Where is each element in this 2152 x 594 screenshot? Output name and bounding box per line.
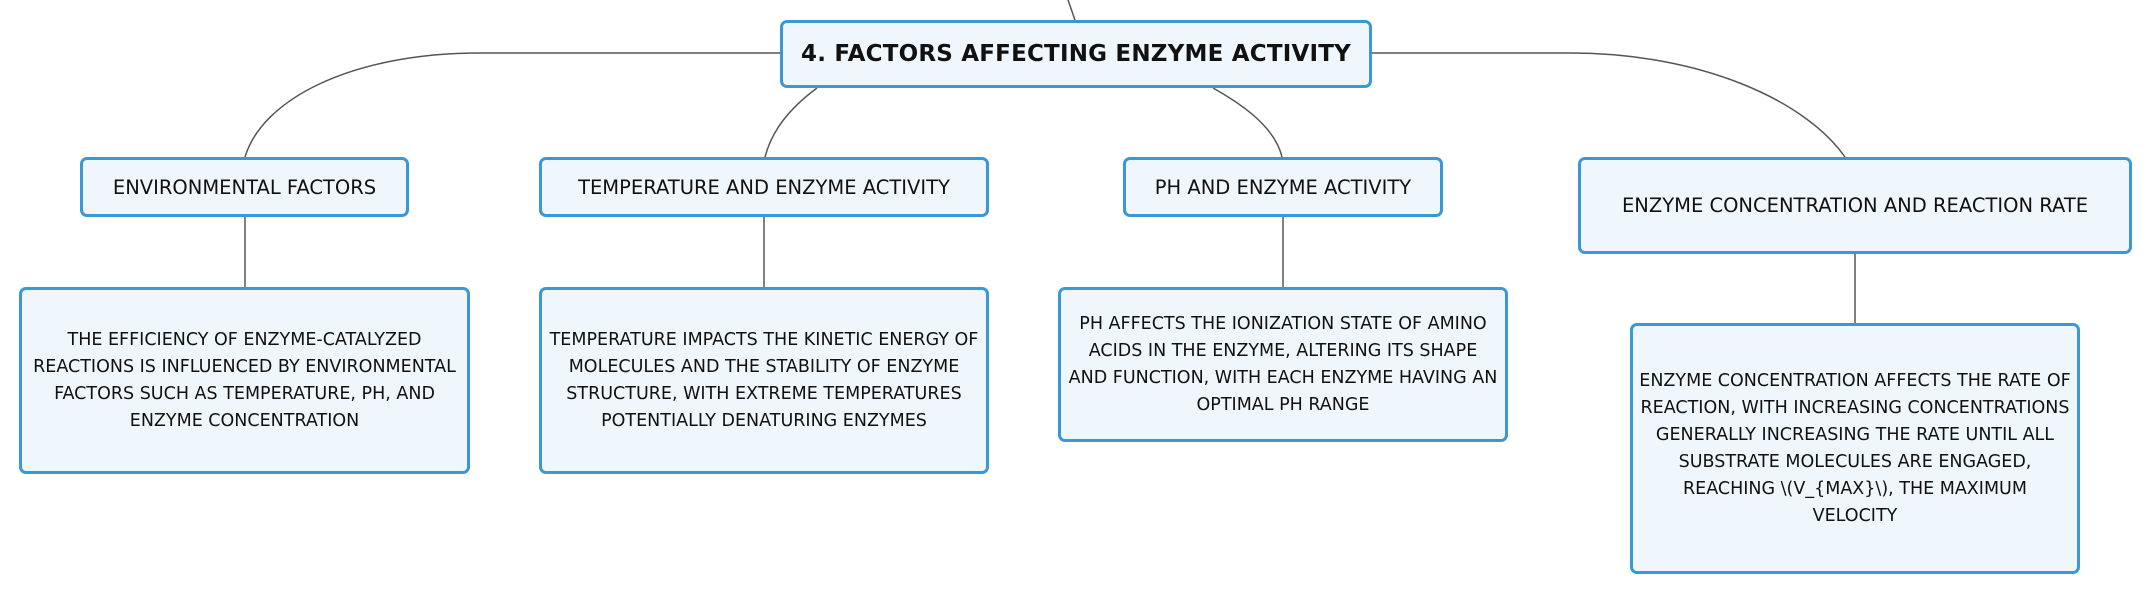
ph-description-node[interactable]: PH AFFECTS THE IONIZATION STATE OF AMINO… xyxy=(1058,287,1508,442)
ph-enzyme-activity-label: PH AND ENZYME ACTIVITY xyxy=(1154,175,1412,199)
connector-root-to-environmental xyxy=(244,52,780,158)
root-topic-label: 4. FACTORS AFFECTING ENZYME ACTIVITY xyxy=(801,41,1351,67)
enzyme-concentration-description: ENZYME CONCENTRATION AFFECTS THE RATE OF… xyxy=(1639,370,2071,526)
root-topic-node[interactable]: 4. FACTORS AFFECTING ENZYME ACTIVITY xyxy=(780,20,1372,88)
ph-description: PH AFFECTS THE IONIZATION STATE OF AMINO… xyxy=(1068,313,1498,415)
temperature-enzyme-activity-node[interactable]: TEMPERATURE AND ENZYME ACTIVITY xyxy=(539,157,989,217)
connector-root-to-temperature xyxy=(764,87,818,158)
connector-root-to-ph xyxy=(1212,87,1283,158)
environmental-factors-label: ENVIRONMENTAL FACTORS xyxy=(112,175,377,199)
environmental-factors-description: THE EFFICIENCY OF ENZYME-CATALYZED REACT… xyxy=(33,329,456,431)
enzyme-concentration-reaction-rate-node[interactable]: ENZYME CONCENTRATION AND REACTION RATE xyxy=(1578,157,2132,254)
ph-enzyme-activity-node[interactable]: PH AND ENZYME ACTIVITY xyxy=(1123,157,1443,217)
enzyme-concentration-description-node[interactable]: ENZYME CONCENTRATION AFFECTS THE RATE OF… xyxy=(1630,323,2080,574)
temperature-description: TEMPERATURE IMPACTS THE KINETIC ENERGY O… xyxy=(549,329,979,431)
temperature-enzyme-activity-label: TEMPERATURE AND ENZYME ACTIVITY xyxy=(578,175,950,199)
environmental-factors-node[interactable]: ENVIRONMENTAL FACTORS xyxy=(80,157,409,217)
connector-root-to-concentration xyxy=(1372,52,1846,158)
environmental-factors-description-node[interactable]: THE EFFICIENCY OF ENZYME-CATALYZED REACT… xyxy=(19,287,470,474)
temperature-description-node[interactable]: TEMPERATURE IMPACTS THE KINETIC ENERGY O… xyxy=(539,287,989,474)
enzyme-concentration-reaction-rate-label: ENZYME CONCENTRATION AND REACTION RATE xyxy=(1621,194,2089,217)
connector-parent-to-root xyxy=(1067,0,1076,21)
